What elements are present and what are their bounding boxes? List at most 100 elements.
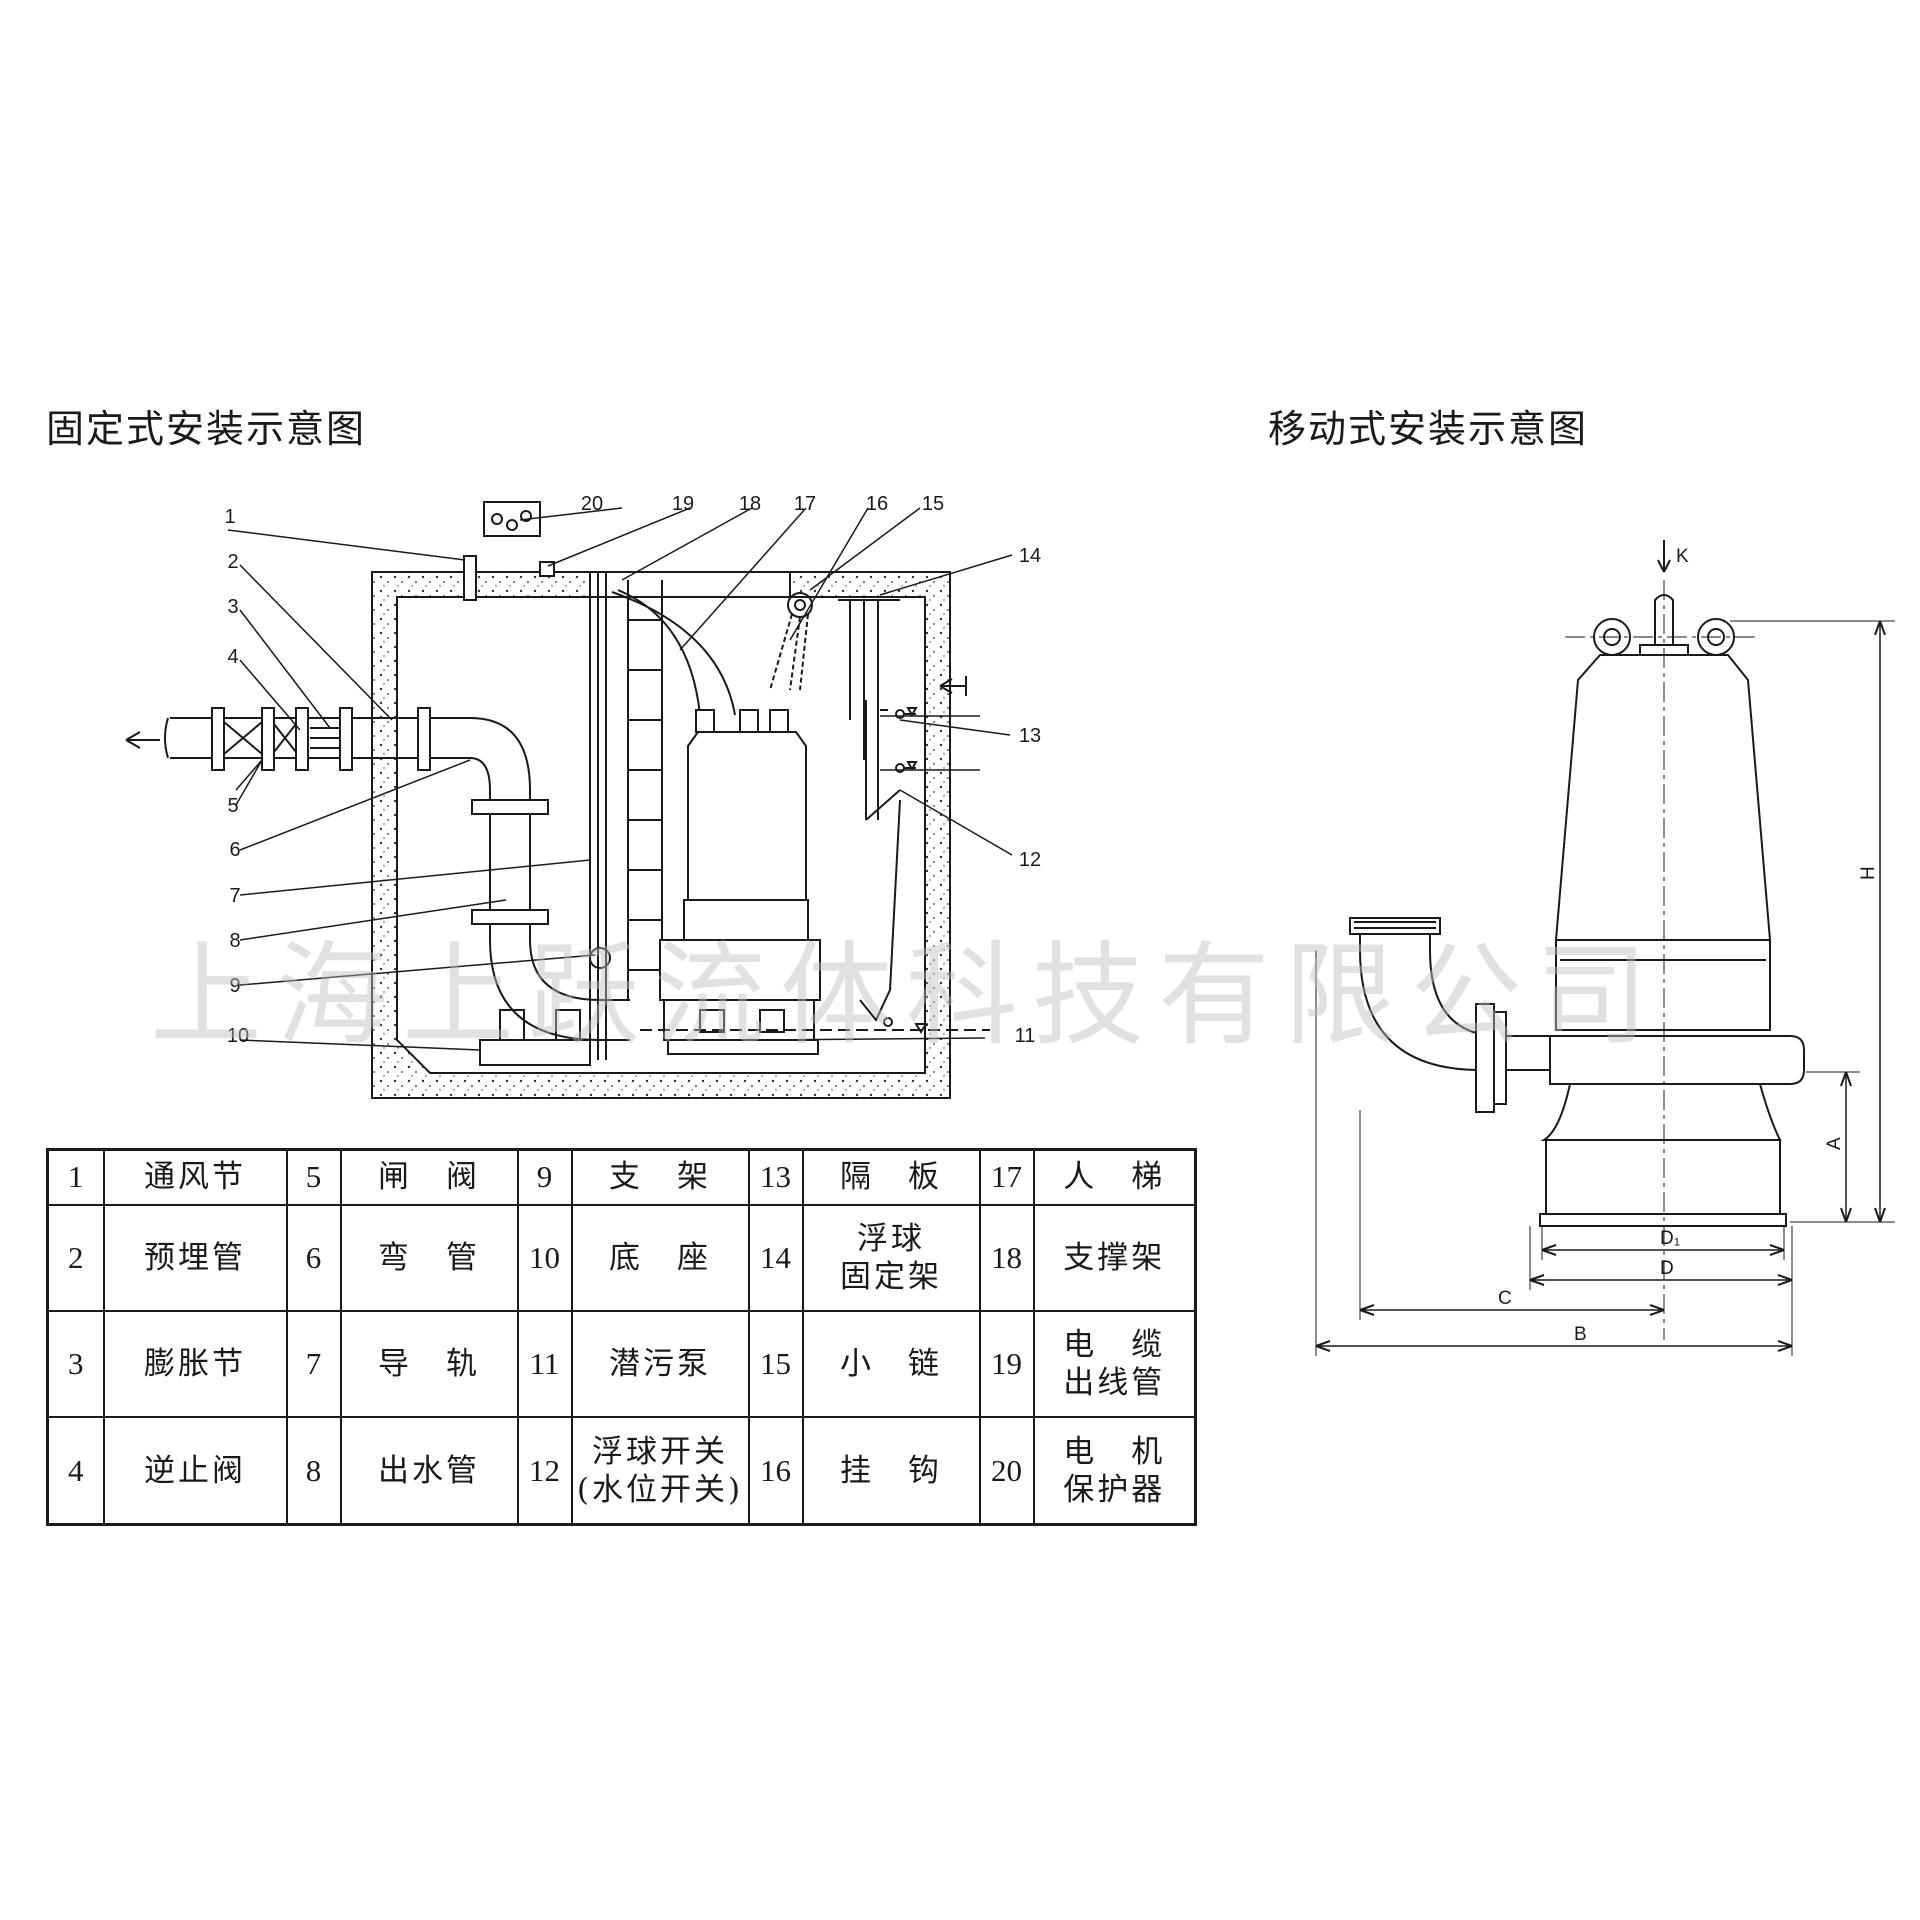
water-level-mark bbox=[906, 707, 918, 772]
cable bbox=[617, 589, 701, 716]
part-name: 出水管 bbox=[339, 1416, 519, 1526]
callout-6: 6 bbox=[229, 839, 240, 861]
part-number: 12 bbox=[516, 1416, 573, 1526]
dim-d: D bbox=[1660, 1258, 1674, 1279]
part-name: 支 架 bbox=[570, 1148, 750, 1206]
callout-14: 14 bbox=[1019, 545, 1041, 567]
part-name: 浮球开关 (水位开关) bbox=[570, 1416, 750, 1526]
part-name: 电 缆 出线管 bbox=[1032, 1310, 1197, 1419]
dim-c: C bbox=[1498, 1288, 1512, 1309]
bend-pipe bbox=[469, 717, 630, 1001]
dimension-labels: K H A D₁ D C B bbox=[1498, 546, 1879, 1345]
part-name: 电 机 保护器 bbox=[1032, 1416, 1197, 1526]
part-number: 16 bbox=[747, 1416, 804, 1526]
part-number: 5 bbox=[285, 1148, 342, 1206]
mobile-install-diagram bbox=[1315, 540, 1895, 1356]
part-name: 底 座 bbox=[570, 1203, 750, 1313]
part-number: 3 bbox=[46, 1310, 105, 1419]
callout-19: 19 bbox=[672, 493, 694, 515]
callout-7: 7 bbox=[229, 885, 240, 907]
part-number: 15 bbox=[747, 1310, 804, 1419]
callout-labels: 1 2 3 4 5 6 7 8 9 10 11 12 13 14 15 16 1… bbox=[224, 493, 1041, 1047]
part-number: 14 bbox=[747, 1203, 804, 1313]
part-name: 膨胀节 bbox=[102, 1310, 288, 1419]
callout-10: 10 bbox=[227, 1025, 249, 1047]
callout-16: 16 bbox=[866, 493, 888, 515]
fixed-install-title: 固定式安装示意图 bbox=[46, 407, 367, 451]
part-number: 10 bbox=[516, 1203, 573, 1313]
dim-h: H bbox=[1858, 866, 1879, 880]
ventilation-pipe bbox=[463, 555, 477, 601]
table-row: 4 逆止阀 8 出水管 12 浮球开关 (水位开关) 16 挂 钩 20 电 机… bbox=[46, 1416, 1197, 1526]
float-ball bbox=[895, 709, 905, 719]
parts-legend-table: 1 通风节 5 闸 阀 9 支 架 13 隔 板 17 人 梯 2 预埋管 6 … bbox=[46, 1148, 1197, 1526]
part-number: 1 bbox=[46, 1148, 105, 1206]
callout-15: 15 bbox=[922, 493, 944, 515]
table-row: 2 预埋管 6 弯 管 10 底 座 14 浮球 固定架 18 支撑架 bbox=[46, 1203, 1197, 1313]
part-name: 隔 板 bbox=[801, 1148, 981, 1206]
part-name: 逆止阀 bbox=[102, 1416, 288, 1526]
callout-13: 13 bbox=[1019, 725, 1041, 747]
part-number: 19 bbox=[978, 1310, 1035, 1419]
part-name: 导 轨 bbox=[339, 1310, 519, 1419]
part-number: 18 bbox=[978, 1203, 1035, 1313]
mobile-install-title: 移动式安装示意图 bbox=[1268, 407, 1589, 451]
callout-4: 4 bbox=[227, 646, 238, 668]
flange bbox=[339, 707, 353, 771]
callout-11: 11 bbox=[1015, 1025, 1036, 1047]
part-number: 7 bbox=[285, 1310, 342, 1419]
callout-3: 3 bbox=[227, 596, 238, 618]
part-name: 小 链 bbox=[801, 1310, 981, 1419]
part-name: 支撑架 bbox=[1032, 1203, 1197, 1313]
part-name: 通风节 bbox=[102, 1148, 288, 1206]
part-number: 20 bbox=[978, 1416, 1035, 1526]
check-valve-symbol bbox=[273, 723, 297, 753]
flange bbox=[211, 707, 225, 771]
part-name: 预埋管 bbox=[102, 1203, 288, 1313]
motor-housing bbox=[1554, 654, 1772, 941]
callout-2: 2 bbox=[227, 551, 238, 573]
callout-20: 20 bbox=[581, 493, 603, 515]
callout-5: 5 bbox=[227, 795, 238, 817]
part-number: 13 bbox=[747, 1148, 804, 1206]
ladder bbox=[627, 580, 663, 1000]
part-name: 弯 管 bbox=[339, 1203, 519, 1313]
submersible-pump bbox=[659, 709, 821, 1055]
part-number: 9 bbox=[516, 1148, 573, 1206]
flange bbox=[261, 707, 275, 771]
dim-d1: D₁ bbox=[1660, 1228, 1680, 1249]
part-number: 17 bbox=[978, 1148, 1035, 1206]
part-number: 8 bbox=[285, 1416, 342, 1526]
base bbox=[479, 1039, 591, 1066]
callout-12: 12 bbox=[1019, 849, 1041, 871]
part-number: 4 bbox=[46, 1416, 105, 1526]
dim-k: K bbox=[1676, 546, 1689, 567]
callout-1: 1 bbox=[224, 506, 235, 528]
part-name: 挂 钩 bbox=[801, 1416, 981, 1526]
part-number: 6 bbox=[285, 1203, 342, 1313]
pump-casing bbox=[1555, 939, 1771, 1031]
callout-17: 17 bbox=[794, 493, 816, 515]
chain bbox=[769, 613, 809, 691]
volute bbox=[1549, 1035, 1805, 1085]
fixed-install-diagram bbox=[125, 501, 1013, 1099]
table-row: 1 通风节 5 闸 阀 9 支 架 13 隔 板 17 人 梯 bbox=[46, 1148, 1197, 1206]
pump-base bbox=[1545, 1139, 1781, 1215]
discharge-elbow bbox=[1359, 932, 1550, 1071]
callout-18: 18 bbox=[739, 493, 761, 515]
part-name: 闸 阀 bbox=[339, 1148, 519, 1206]
dim-b: B bbox=[1574, 1324, 1587, 1345]
callout-9: 9 bbox=[229, 975, 240, 997]
outlet-flange bbox=[1475, 1003, 1495, 1113]
table-row: 3 膨胀节 7 导 轨 11 潜污泵 15 小 链 19 电 缆 出线管 bbox=[46, 1310, 1197, 1419]
callout-8: 8 bbox=[229, 930, 240, 952]
flange bbox=[295, 707, 309, 771]
manhole-opening bbox=[589, 571, 791, 598]
outflow-arrow bbox=[125, 731, 160, 749]
part-number: 11 bbox=[516, 1310, 573, 1419]
part-number: 2 bbox=[46, 1203, 105, 1313]
gate-valve-symbol bbox=[223, 721, 263, 755]
part-name: 浮球 固定架 bbox=[801, 1203, 981, 1313]
part-name: 人 梯 bbox=[1032, 1148, 1197, 1206]
